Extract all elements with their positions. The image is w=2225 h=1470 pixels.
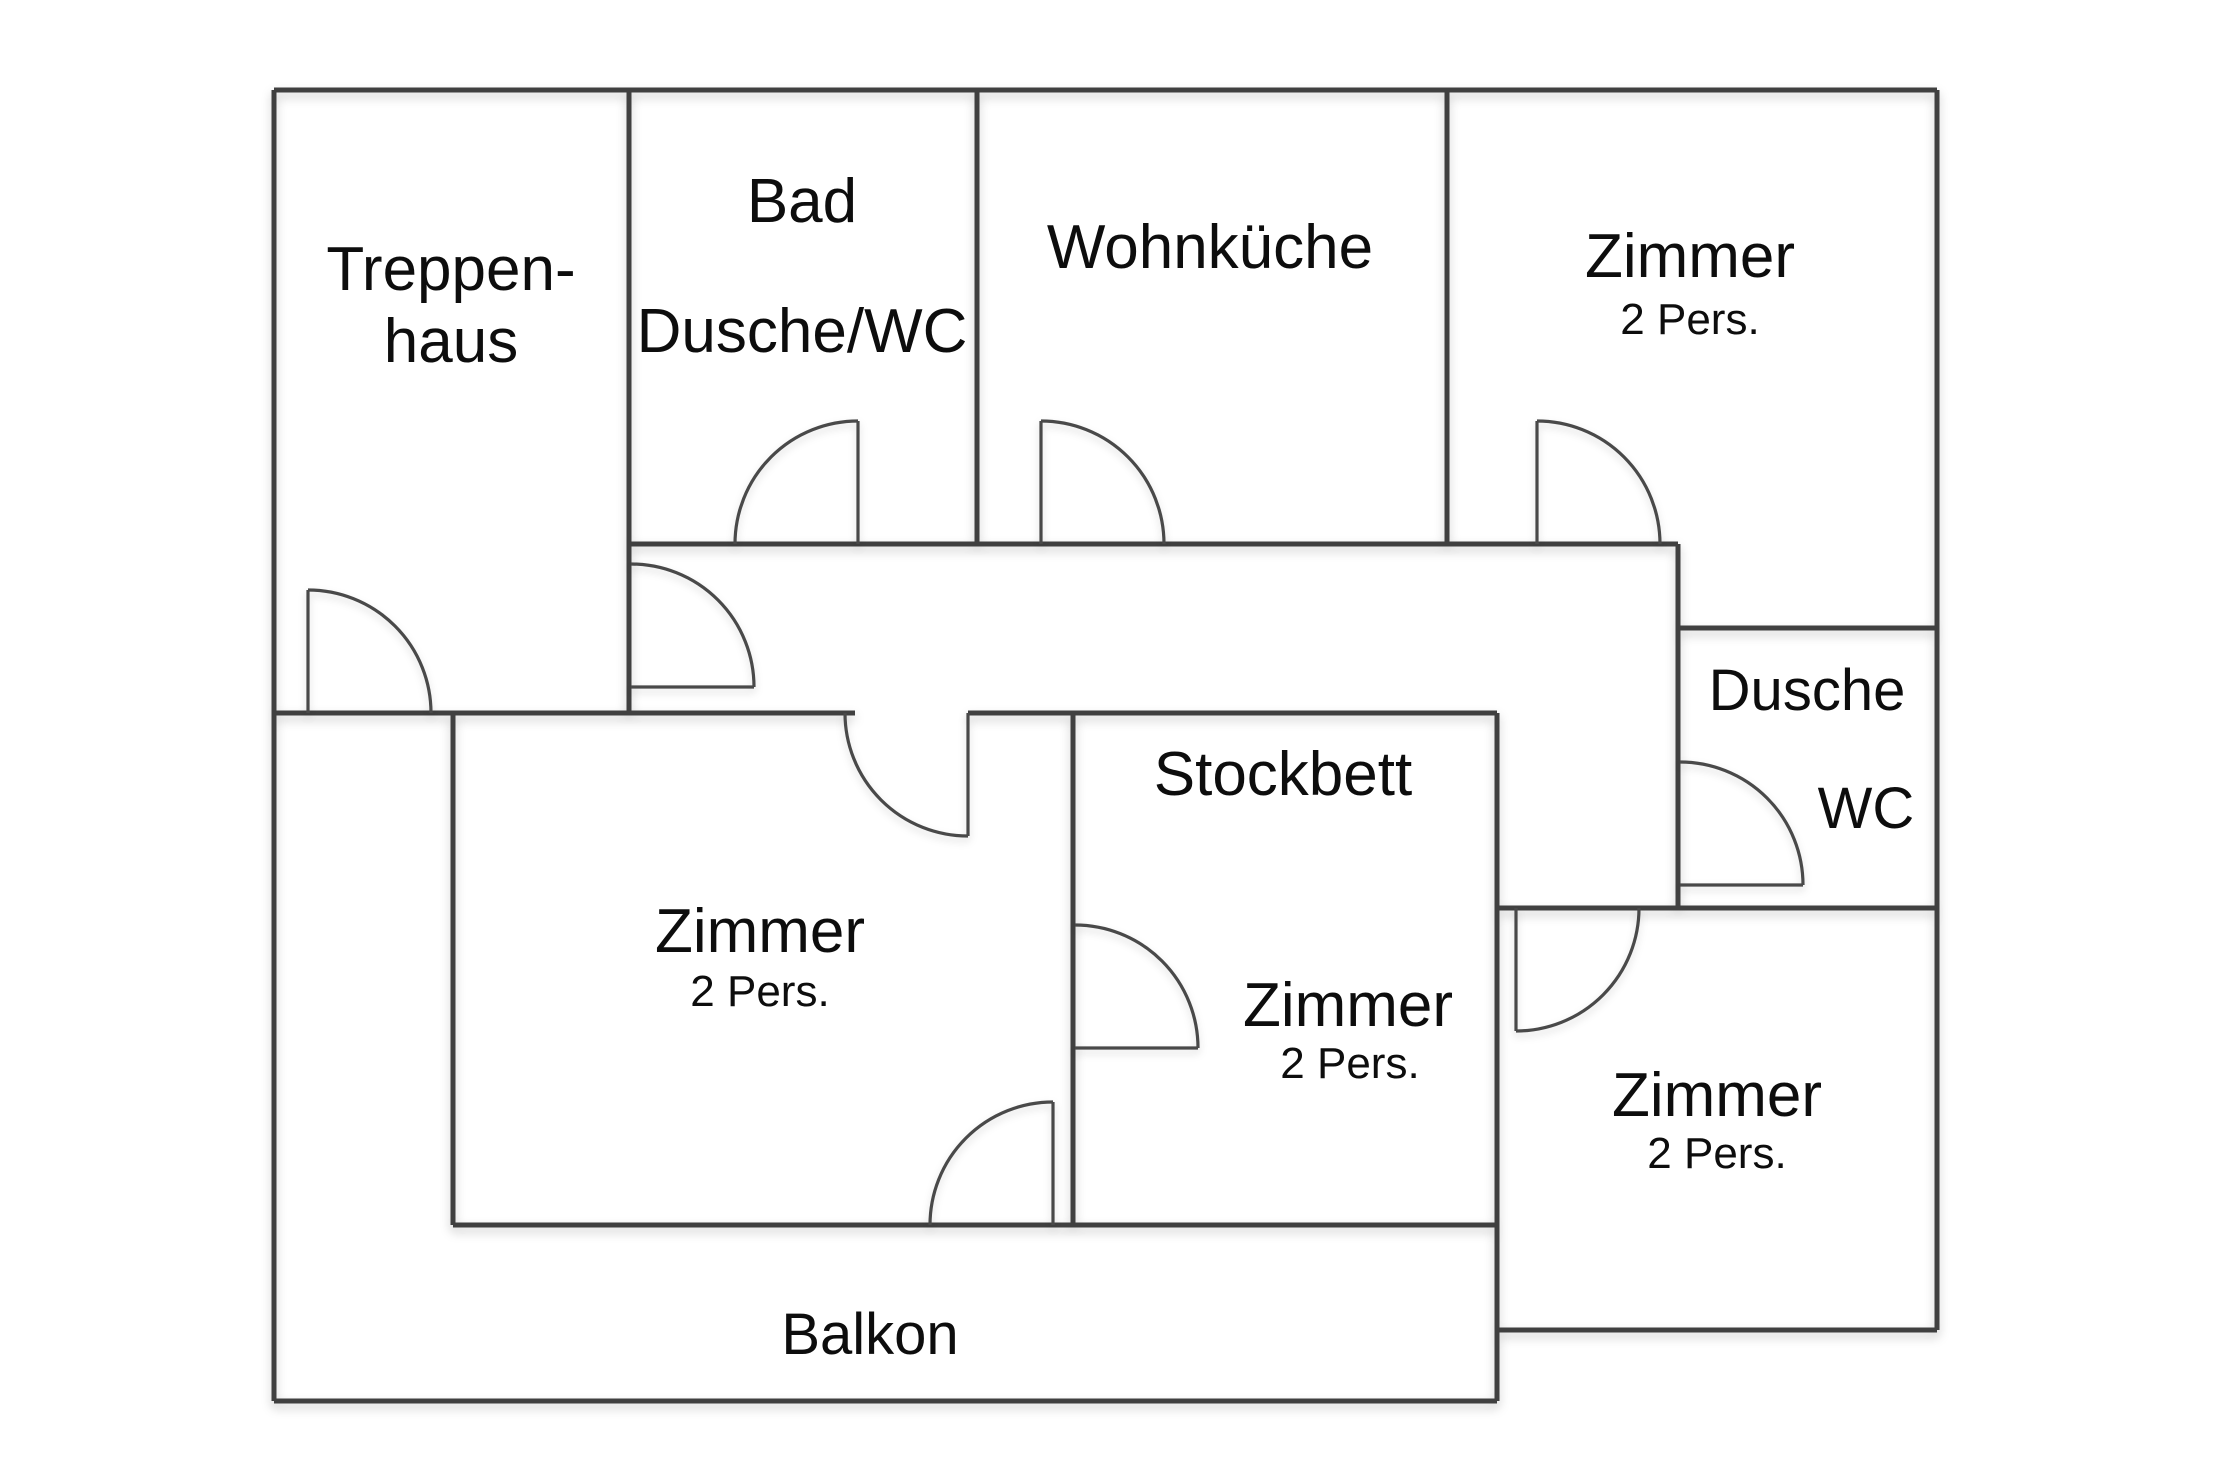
door-swing-arc-zimmer-br-door [1515,907,1641,1033]
door-swing-arc-stockbett-door [1074,923,1200,1049]
walls-group [271,87,1940,1404]
room-label-zimmer-unten-links-line2: 2 Pers. [690,967,829,1016]
room-label-balkon: Balkon [781,1302,958,1367]
door-swing-arc-dusche-wc-door [1679,760,1805,886]
room-label-zimmer-unten-rechts-line2: 2 Pers. [1647,1129,1786,1178]
room-label-stockbett-zimmer-line1: Stockbett [1154,740,1412,809]
room-label-bad-line1: Bad [747,167,857,236]
room-label-zimmer-oben-rechts-line1: Zimmer [1585,222,1795,291]
door-swing-arc-treppenhaus-door [307,588,433,714]
room-label-dusche-wc-line1: Dusche [1709,658,1906,723]
room-label-zimmer-oben-rechts-line2: 2 Pers. [1620,295,1759,344]
doors-group [306,419,1805,1226]
room-label-stockbett-zimmer-line2: Zimmer [1243,971,1453,1040]
room-label-bad-line2: Dusche/WC [637,297,968,366]
door-swing-arc-balkon-door [928,1100,1054,1226]
door-swing-arc-bad-door [733,419,859,545]
room-label-wohnkueche: Wohnküche [1047,213,1373,282]
room-label-zimmer-unten-rechts-line1: Zimmer [1612,1061,1822,1130]
door-swing-arc-zimmer-or-door [1536,419,1662,545]
room-label-zimmer-unten-links-line1: Zimmer [655,897,865,966]
door-swing-arc-wohnkueche-door [1040,419,1166,545]
room-label-treppenhaus-line1: Treppen- [326,235,575,304]
door-swing-arc-entrance-door [630,562,756,688]
room-label-dusche-wc-line2: WC [1818,776,1915,841]
room-label-stockbett-zimmer-line3: 2 Pers. [1280,1039,1419,1088]
room-label-treppenhaus-line2: haus [384,307,518,376]
door-swing-arc-flur-zimmer-door [843,712,969,838]
